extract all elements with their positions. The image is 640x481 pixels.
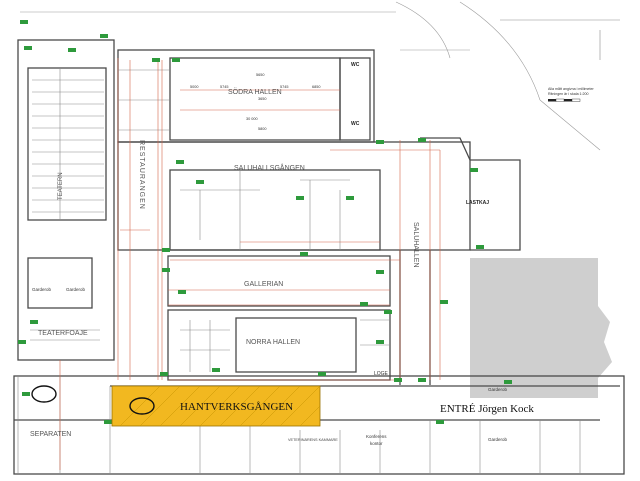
label-wc-2: WC — [351, 121, 360, 127]
dimension-labels: 5000 5745 5650 5745 6850 3650 30 000 580… — [190, 73, 320, 131]
dim-8: 5800 — [258, 127, 266, 131]
label-hantverksgangen: HANTVERKSGÅNGEN — [180, 401, 293, 413]
dim-3: 5650 — [256, 73, 264, 77]
label-garderob-4: Garderob — [488, 437, 508, 442]
dim-6: 3650 — [258, 97, 266, 101]
label-saluhallen: SALUHALLEN — [412, 222, 419, 268]
site-outline — [20, 1, 601, 151]
scale-note-line1: Alla mått angivna i millimeter — [548, 87, 595, 91]
label-loge: LOGE — [374, 371, 389, 377]
label-kontor: kontor — [370, 441, 383, 446]
label-garderob-2: Garderob — [66, 287, 86, 292]
label-teatern: TEATERN — [58, 172, 64, 200]
label-wc-1: WC — [351, 62, 360, 68]
label-norra-hallen: NORRA HALLEN — [246, 339, 300, 346]
adjacent-building-block — [470, 258, 612, 398]
hatch-pattern — [119, 385, 321, 427]
label-sodra-hallen: SÖDRA HALLEN — [228, 88, 282, 96]
label-veterinarens-kammare: VETERINÄRENS KAMMARE — [288, 438, 338, 442]
dim-2: 5745 — [220, 85, 228, 89]
label-konferens: Konferens — [366, 434, 387, 439]
dim-4: 5745 — [280, 85, 288, 89]
location-marker-ring-icon — [31, 385, 57, 403]
dimension-lines — [59, 58, 441, 470]
label-garderob-3: Garderob — [488, 387, 508, 392]
dim-7: 30 000 — [246, 117, 258, 121]
label-entrance: ENTRÉ Jörgen Kock — [440, 403, 534, 415]
scale-bar-icon — [548, 98, 581, 102]
label-galleriet: GALLERIAN — [244, 281, 283, 288]
label-lastkaj: LASTKAJ — [466, 200, 489, 206]
dim-5: 6850 — [312, 85, 320, 89]
interior-partitions — [17, 19, 620, 474]
scale-note-line2: Ritningen är i skala 1:200 — [548, 92, 589, 96]
label-garderob-1: Garderob — [32, 287, 52, 292]
label-restaurangen: RESTAURANGEN — [138, 140, 145, 210]
dim-1: 5000 — [190, 85, 198, 89]
label-teaterfoaje: TEATERFOAJE — [38, 330, 88, 337]
exit-signs — [18, 20, 512, 424]
location-marker-icon — [129, 397, 155, 415]
label-saluhallsgangen: SALUHALLSGÅNGEN — [234, 163, 305, 172]
label-separaten: SEPARATEN — [30, 431, 71, 438]
